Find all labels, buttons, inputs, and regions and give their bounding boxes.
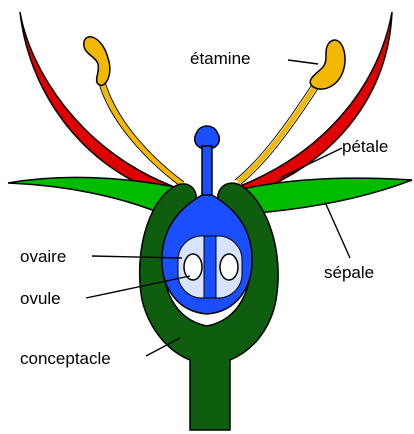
label-petale: pétale <box>342 137 388 156</box>
style <box>202 146 212 196</box>
label-sepale: sépale <box>324 263 374 282</box>
right-anther <box>310 40 345 89</box>
label-etamine: étamine <box>190 49 250 68</box>
right-petal <box>238 12 392 194</box>
leader-sepale <box>325 202 350 258</box>
label-ovaire: ovaire <box>20 247 66 266</box>
left-filament-outline <box>97 74 184 186</box>
left-stamen <box>84 37 184 186</box>
label-ovule: ovule <box>20 289 61 308</box>
ovary-septum <box>204 236 216 298</box>
left-anther <box>84 37 110 86</box>
label-conceptacle: conceptacle <box>20 349 111 368</box>
leader-etamine <box>288 60 318 64</box>
right-ovule <box>220 254 238 280</box>
stigma <box>195 126 220 148</box>
